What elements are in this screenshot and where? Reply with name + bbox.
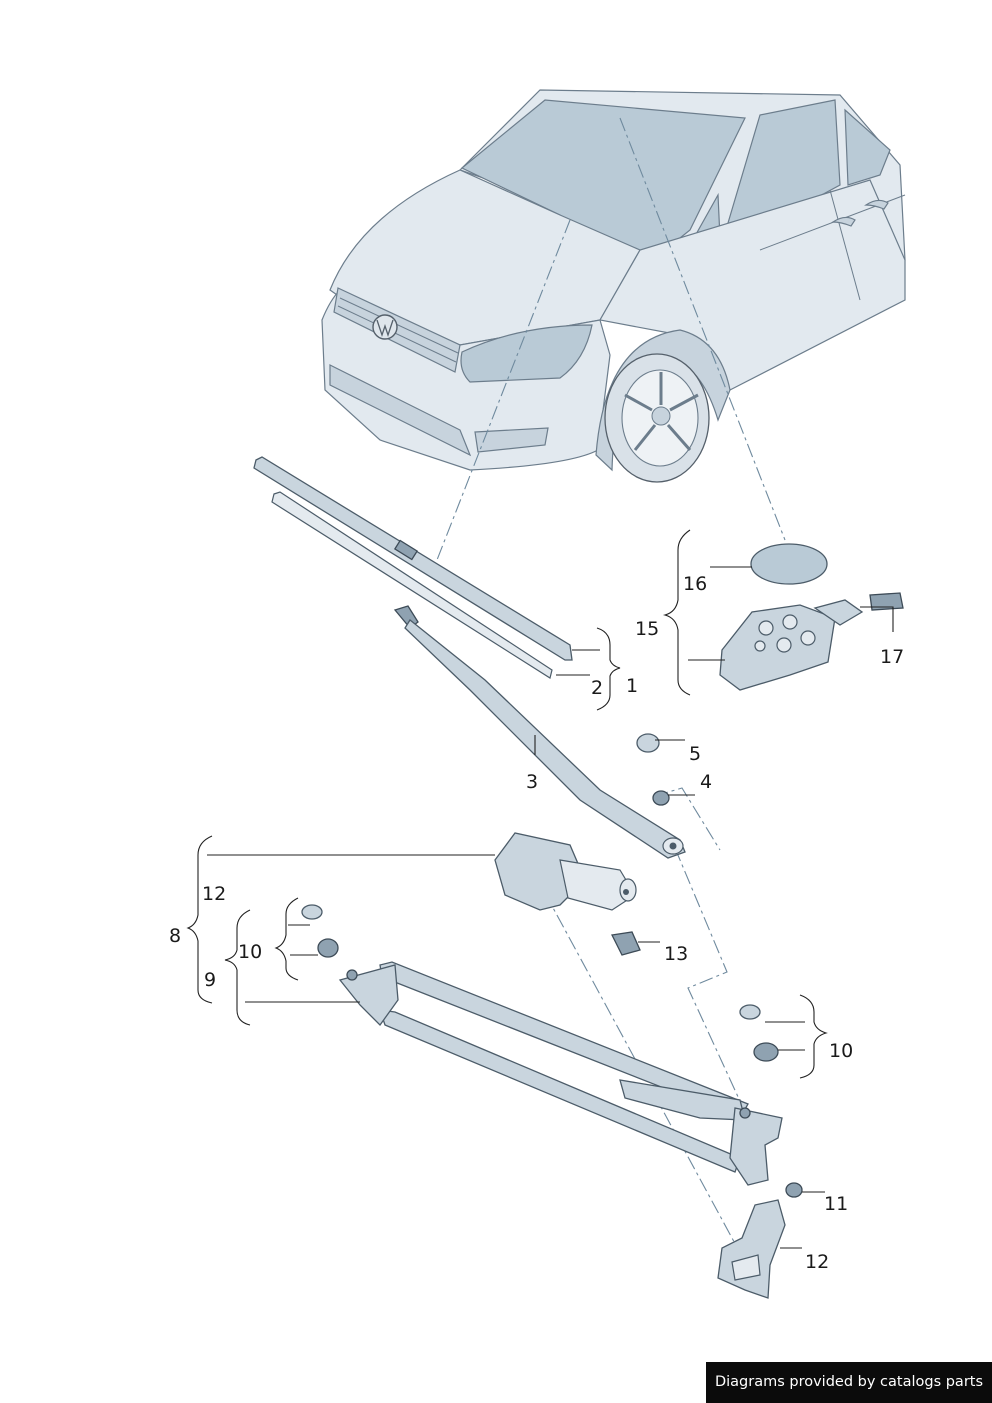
callout-4: 4: [700, 771, 712, 793]
wiper-arm: [393, 605, 686, 859]
callout-1: 1: [626, 675, 638, 697]
leader-lines: [207, 566, 894, 1249]
callout-2: 2: [591, 677, 603, 699]
wiper-blade: [253, 456, 573, 679]
callout-17: 17: [880, 646, 904, 668]
car-illustration: [321, 89, 906, 483]
grouping-braces: [186, 529, 828, 1079]
callout-9: 9: [204, 969, 216, 991]
sensor-pad: [750, 543, 828, 585]
callout-13: 13: [664, 943, 688, 965]
credit-banner: Diagrams provided by catalogs parts: [706, 1362, 992, 1403]
callout-8: 8: [169, 925, 181, 947]
rain-sensor: [719, 543, 904, 691]
callout-15: 15: [635, 618, 659, 640]
credit-text: Diagrams provided by catalogs parts: [714, 1374, 984, 1390]
callout-3: 3: [526, 771, 538, 793]
wiper-motor: [494, 832, 641, 956]
bolts-and-grommets: [301, 904, 779, 1062]
nut-and-cap: [636, 733, 670, 806]
callout-16: 16: [683, 573, 707, 595]
callout-12-motor: 12: [202, 883, 226, 905]
center-lines: [436, 117, 786, 1263]
callout-labels: 1 2 3 5 4 16 15 17 12 8 10 9 13 10 11 12: [169, 573, 904, 1273]
callout-11: 11: [824, 1193, 848, 1215]
wiper-linkage: [338, 961, 783, 1186]
callout-5: 5: [689, 743, 701, 765]
callout-12-bracket: 12: [805, 1251, 829, 1273]
mounting-bracket: [717, 1182, 803, 1299]
callout-10-right: 10: [829, 1040, 853, 1062]
callout-10-left: 10: [238, 941, 262, 963]
